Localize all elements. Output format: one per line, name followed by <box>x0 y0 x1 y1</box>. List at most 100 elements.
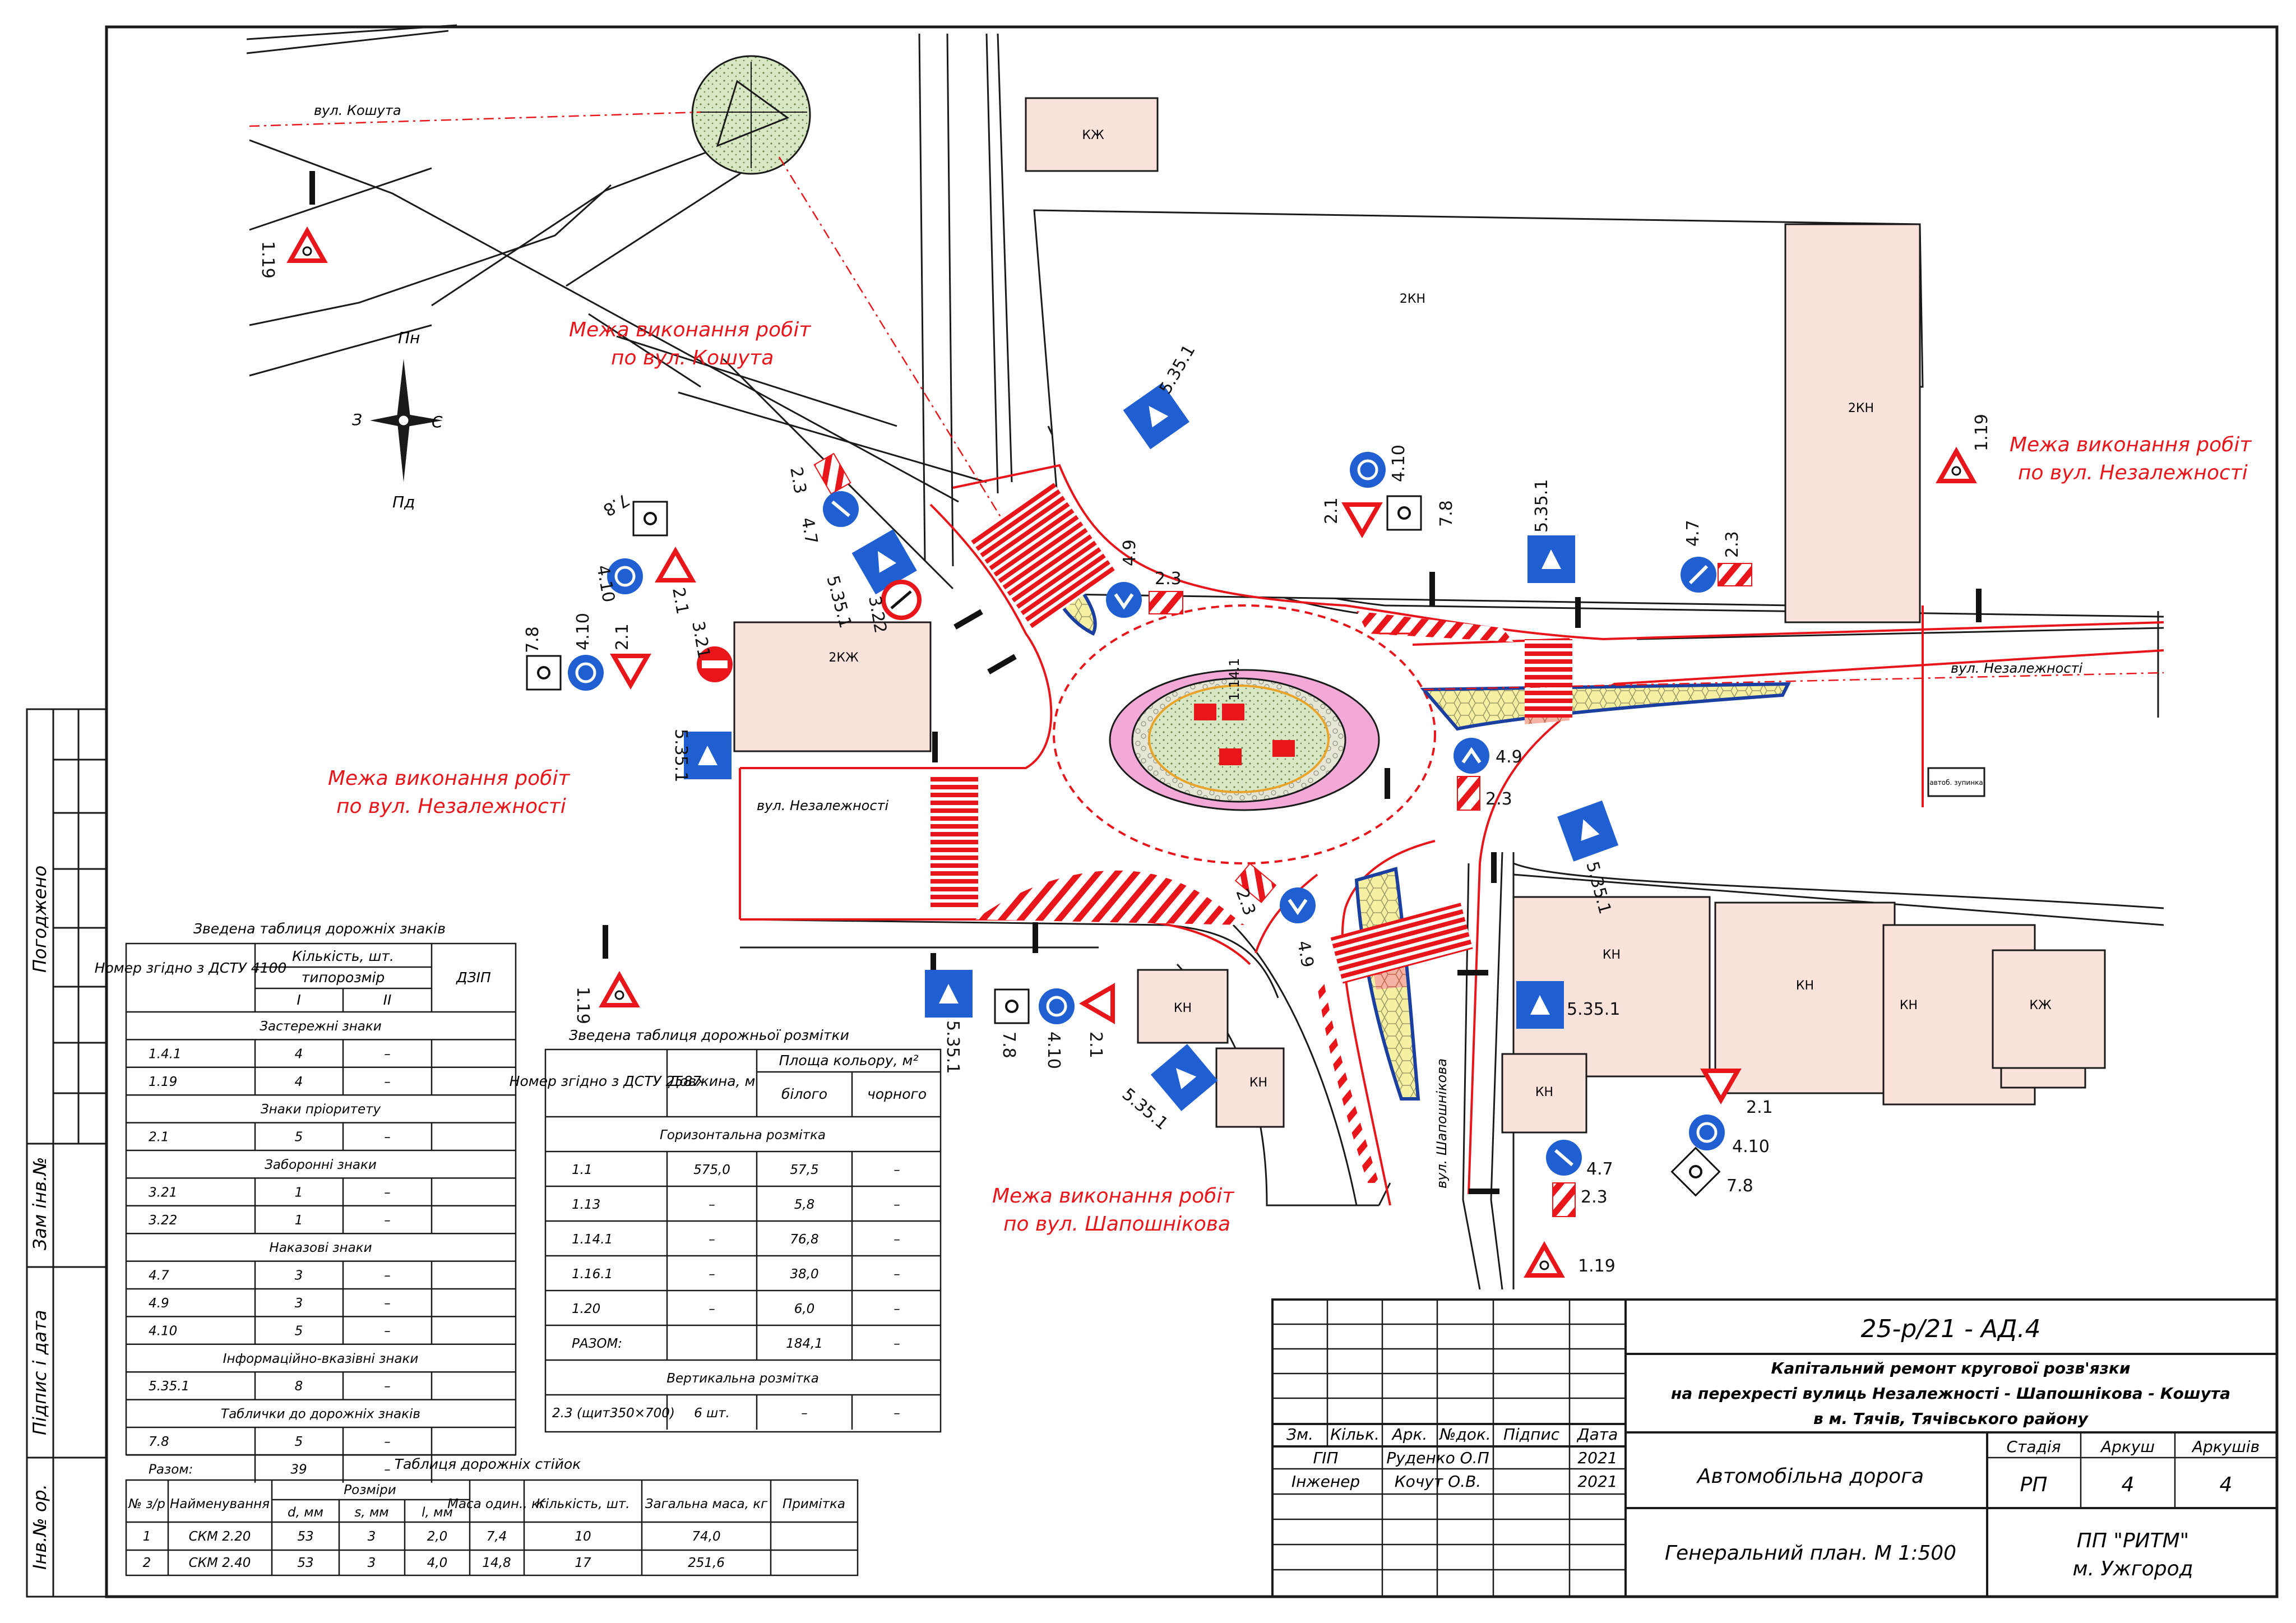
building-kn-g-label: КН <box>1249 1076 1267 1090</box>
marking-vrow-white: – <box>801 1406 808 1421</box>
label-119-nw: 1.19 <box>258 241 277 279</box>
crosswalk-west <box>931 774 978 908</box>
compass-south: Пд <box>392 493 415 511</box>
crosswalk-north <box>969 480 1117 630</box>
compass-north: Пн <box>398 329 420 347</box>
signs-row-size-ii: – <box>384 1296 391 1311</box>
marking-row-number: 1.14.1 <box>572 1232 613 1247</box>
label-78-s: 7.8 <box>999 1032 1019 1058</box>
work-limit-nez-east: Межа виконання робіт по вул. Незалежност… <box>2010 433 2252 484</box>
signs-row-size-i: 4 <box>295 1047 303 1061</box>
sign-322 <box>881 580 922 620</box>
tb-code: 25-р/21 - АД.4 <box>1861 1315 2041 1343</box>
signs-row-size-i: 4 <box>295 1075 303 1089</box>
side-replace-label: Зам інв.№ <box>29 1157 50 1250</box>
posts-row-name: СКМ 2.40 <box>189 1556 251 1570</box>
sign-23-ne <box>1718 563 1752 586</box>
building-kn-c-label: КН <box>1900 998 1918 1012</box>
marking-section-vertical: Вертикальна розмітка <box>666 1371 819 1386</box>
posts-h-total: Загальна маса, кг <box>645 1497 768 1511</box>
sign-119-s <box>1524 1241 1565 1278</box>
signs-h-number: Номер згідно з ДСТУ 4100 <box>95 960 287 976</box>
posts-h-no: № з/р <box>127 1497 165 1511</box>
sign-47-ne <box>1681 557 1716 593</box>
marking-row-black: – <box>894 1302 900 1316</box>
tb-org-1: ПП "РИТМ" <box>2077 1529 2189 1552</box>
sign-410-s <box>1039 988 1075 1024</box>
building-kn-b <box>1714 901 1896 1094</box>
sign-23-se <box>1552 1182 1576 1217</box>
work-limit-nez-east-2: по вул. Незалежності <box>2018 461 2248 484</box>
sign-410-se <box>1689 1115 1725 1150</box>
sign-49-e <box>1453 738 1489 774</box>
sign-410-w2 <box>568 655 604 691</box>
signs-table-grid <box>125 942 517 1456</box>
label-119-sw: 1.19 <box>573 987 592 1024</box>
signs-row-number: 1.19 <box>149 1075 177 1089</box>
marking-h-white: білого <box>781 1086 827 1102</box>
posts-h-dims: Розміри <box>344 1483 396 1497</box>
posts-h-l: l, мм <box>422 1505 453 1520</box>
sign-5351-e <box>1557 800 1619 862</box>
label-21-w1: 2.1 <box>668 586 692 616</box>
label-47-nw: 4.7 <box>797 516 821 545</box>
label-78-se: 7.8 <box>1726 1176 1753 1196</box>
label-47-ne: 4.7 <box>1683 520 1703 547</box>
sign-23-s <box>1234 862 1277 904</box>
marking-vrow-black: – <box>894 1406 900 1421</box>
signs-row-size-i: 1 <box>295 1213 303 1228</box>
tb-r1-name: Руденко О.П <box>1386 1449 1489 1467</box>
signs-row-size-ii: – <box>384 1075 391 1089</box>
signs-row-size-i: 1 <box>295 1185 303 1200</box>
building-kn-f <box>1137 969 1229 1044</box>
sign-47-nw <box>823 491 859 527</box>
tb-h-date: Дата <box>1576 1425 1618 1444</box>
tb-title-3: в м. Тячів, Тячівського району <box>1813 1409 2089 1428</box>
marking-row-length: – <box>709 1232 715 1247</box>
sign-21-w2 <box>610 654 651 690</box>
work-limit-nez-west-2: по вул. Незалежності <box>336 795 566 818</box>
signs-row-size-ii: – <box>384 1047 391 1061</box>
sign-23-e <box>1457 776 1480 811</box>
signs-row-number: 7.8 <box>149 1435 169 1449</box>
posts-row-l: 2,0 <box>427 1529 448 1544</box>
marking-vrow-length: 6 шт. <box>694 1406 730 1421</box>
sign-78-n <box>1386 495 1422 531</box>
signs-row-number: 2.1 <box>149 1130 169 1145</box>
label-119-s: 1.19 <box>1578 1256 1615 1276</box>
building-2kzh <box>733 621 932 752</box>
signs-row-size-ii: – <box>384 1462 391 1477</box>
building-kzh-top-label: КЖ <box>1082 128 1104 142</box>
label-78-w1: 7.8 <box>600 489 633 520</box>
label-49-e: 4.9 <box>1496 747 1522 767</box>
work-limit-shap: Межа виконання робіт по вул. Шапошнікова <box>992 1185 1234 1236</box>
tb-sheet: 4 <box>2122 1473 2135 1496</box>
marking-row-number: 1.16.1 <box>572 1267 613 1282</box>
signs-row-size-i: 5 <box>295 1435 303 1449</box>
sign-21-se <box>1700 1069 1742 1105</box>
signs-h-count: Кількість, шт. <box>292 948 394 964</box>
signs-h-size: типорозмір <box>302 969 385 986</box>
signs-row-number: 3.22 <box>149 1213 177 1228</box>
tb-h-sheet: Аркуш <box>2100 1437 2155 1456</box>
sign-119-sw <box>599 970 640 1007</box>
sign-410-n <box>1350 452 1386 488</box>
posts-row-d: 53 <box>297 1529 313 1544</box>
tb-r1-role: ГІП <box>1313 1449 1339 1467</box>
sign-321 <box>697 646 733 682</box>
sign-5351-sw <box>925 970 973 1018</box>
side-agreed-label: Погоджено <box>29 866 50 973</box>
marking-section-horizontal: Горизонтальна розмітка <box>660 1128 826 1143</box>
signs-row-number: Разом: <box>149 1462 193 1477</box>
marking-label-1141: 1.14.1 <box>1226 658 1242 701</box>
label-5351-se: 5.35.1 <box>1567 1000 1620 1019</box>
signs-row-size-ii: – <box>384 1269 391 1283</box>
sign-21-w1 <box>655 546 696 582</box>
work-limit-koshuta: Межа виконання робіт по вул. Кошута <box>569 318 811 369</box>
tb-h-ark: Арк. <box>1391 1425 1428 1444</box>
label-78-w2: 7.8 <box>523 626 543 653</box>
compass-rose <box>370 359 443 482</box>
signs-row-size-i: 3 <box>295 1269 303 1283</box>
building-kn-e <box>1501 1053 1587 1134</box>
signs-section-label: Знаки пріоритету <box>261 1102 381 1117</box>
